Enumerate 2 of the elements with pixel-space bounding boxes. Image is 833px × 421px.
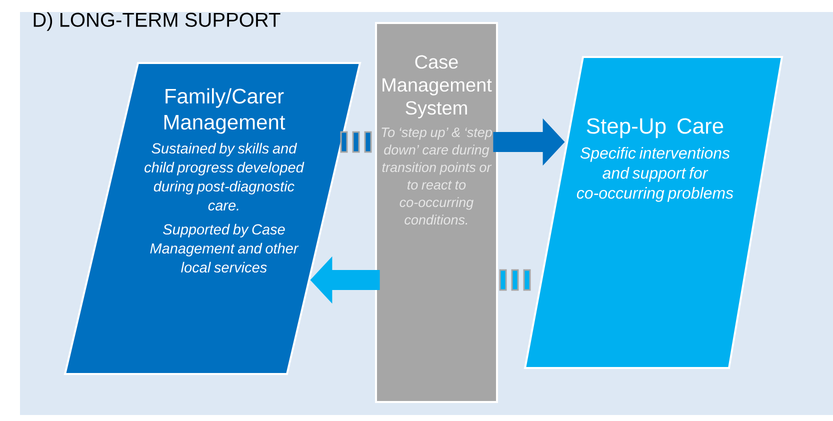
title: D) LONG-TERM SUPPORT <box>34 12 280 31</box>
process-box: Case Management System To ‘step up’ & ‘step down’ care during transition points or to react to co-occurring conditions. <box>375 22 498 403</box>
